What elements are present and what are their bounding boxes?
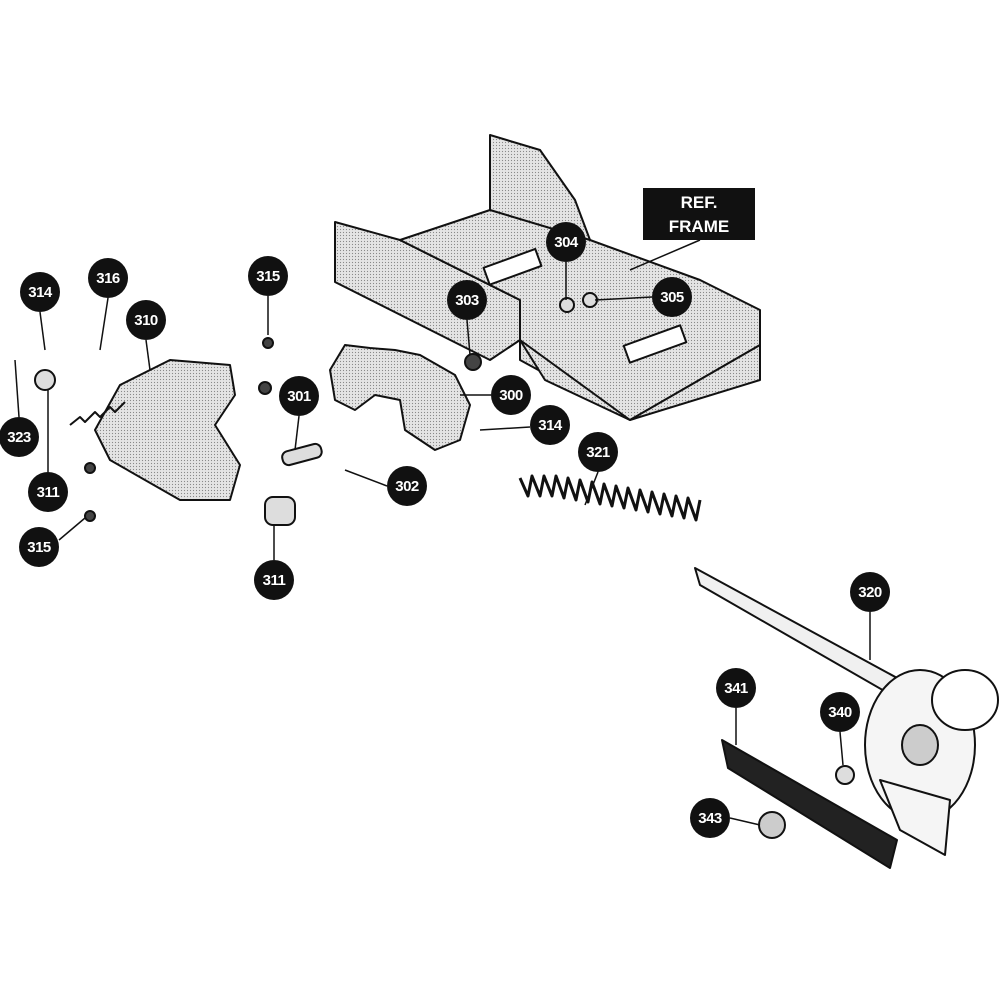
pivot-bracket: [329, 344, 471, 451]
callout-302: 302: [387, 466, 427, 506]
ref-label-line2: FRAME: [668, 217, 730, 236]
callout-314: 314: [530, 405, 570, 445]
callout-300: 300: [491, 375, 531, 415]
strip: [721, 739, 898, 869]
spring: [518, 474, 702, 522]
ref-label-line1: REF.: [680, 193, 718, 212]
callout-341: 341: [716, 668, 756, 708]
callout-315: 315: [248, 256, 288, 296]
callout-343: 343: [690, 798, 730, 838]
callout-315: 315: [19, 527, 59, 567]
callout-304: 304: [546, 222, 586, 262]
bracket-plate: [94, 359, 241, 501]
ref-frame-label: REF. FRAME: [643, 188, 755, 240]
callout-303: 303: [447, 280, 487, 320]
callout-310: 310: [126, 300, 166, 340]
callout-321: 321: [578, 432, 618, 472]
callout-311: 311: [28, 472, 68, 512]
callout-305: 305: [652, 277, 692, 317]
callout-320: 320: [850, 572, 890, 612]
callout-311: 311: [254, 560, 294, 600]
callout-323: 323: [0, 417, 39, 457]
callout-316: 316: [88, 258, 128, 298]
callout-301: 301: [279, 376, 319, 416]
leader-lines: [14, 239, 871, 826]
callout-314: 314: [20, 272, 60, 312]
callout-340: 340: [820, 692, 860, 732]
